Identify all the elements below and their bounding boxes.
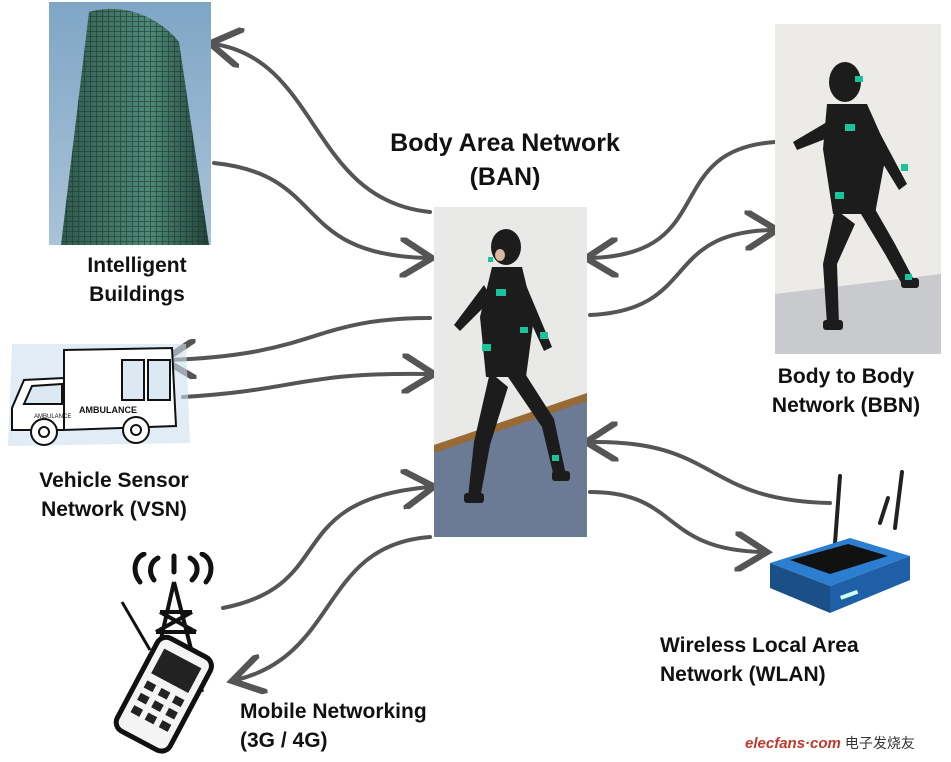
title-line2: (BAN) (469, 163, 541, 191)
wlan-label: Wireless Local Area Network (WLAN) (660, 631, 859, 689)
building-image (49, 2, 211, 245)
vsn-line2: Network (VSN) (41, 498, 187, 521)
buildings-line2: Buildings (89, 283, 185, 306)
mobile-line2: (3G / 4G) (240, 729, 328, 752)
watermark-cn: 电子发烧友 (844, 735, 915, 751)
svg-text:AMBULANCE: AMBULANCE (79, 405, 137, 415)
buildings-line1: Intelligent (87, 254, 187, 277)
mobile-tower-image (113, 552, 214, 754)
ambulance-image: AMBULANCE AMBULANCE (8, 344, 190, 446)
bbn-line2: Network (BBN) (771, 394, 921, 417)
buildings-label: Intelligent Buildings (62, 251, 212, 309)
arrow-wlan-to-ban (590, 442, 832, 505)
arrow-bbn-to-ban (590, 140, 777, 258)
arrow-ban-to-bbn (588, 230, 773, 317)
title-line1: Body Area Network (390, 129, 620, 157)
diagram-title: Body Area Network (BAN) (360, 126, 650, 194)
router-image (770, 470, 910, 613)
bbn-label: Body to Body Network (BBN) (748, 362, 944, 420)
vsn-label: Vehicle Sensor Network (VSN) (14, 466, 214, 524)
mobile-line1: Mobile Networking (240, 700, 427, 723)
wlan-line2: Network (WLAN) (660, 663, 826, 686)
watermark-brand: elecfans·com (745, 735, 841, 752)
mobile-label: Mobile Networking (3G / 4G) (240, 697, 427, 755)
arrow-buildings-to-ban (212, 161, 428, 258)
arrow-vsn-to-ban (181, 374, 430, 399)
wlan-line1: Wireless Local Area (660, 634, 859, 657)
arrow-mobile-to-ban (221, 487, 430, 610)
arrow-ban-to-buildings (214, 44, 432, 214)
arrow-ban-to-mobile (236, 535, 432, 680)
ban-person-image (434, 207, 587, 537)
bbn-line1: Body to Body (777, 365, 915, 388)
arrow-ban-to-wlan (588, 490, 763, 552)
bbn-person-image (775, 24, 941, 354)
svg-text:AMBULANCE: AMBULANCE (34, 414, 71, 420)
vsn-line1: Vehicle Sensor (39, 469, 189, 492)
arrow-ban-to-vsn (168, 316, 432, 360)
